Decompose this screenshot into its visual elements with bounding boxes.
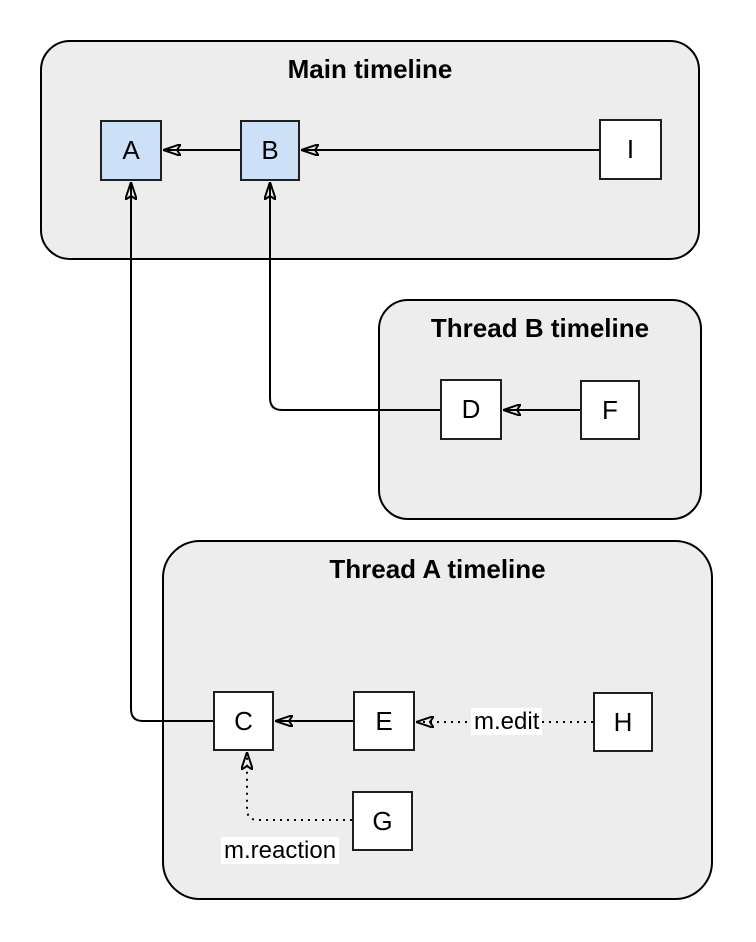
node-B: B xyxy=(240,120,300,181)
edge-label-m-reaction: m.reaction xyxy=(221,837,340,864)
edge-C-to-A xyxy=(131,183,213,722)
thread-b-timeline-title: Thread B timeline xyxy=(430,313,650,343)
node-D: D xyxy=(440,379,502,440)
main-timeline-title: Main timeline xyxy=(287,54,453,84)
edge-label-m-edit: m.edit xyxy=(471,708,543,735)
node-A: A xyxy=(100,120,162,181)
node-C: C xyxy=(213,691,274,751)
node-E: E xyxy=(353,691,415,751)
node-G: G xyxy=(352,791,413,851)
edge-D-to-B xyxy=(270,183,440,411)
node-I: I xyxy=(599,119,662,180)
thread-a-timeline-title: Thread A timeline xyxy=(329,554,546,584)
node-F: F xyxy=(580,380,640,440)
node-H: H xyxy=(593,692,653,752)
edge-G-to-C-m-reaction xyxy=(247,753,352,821)
